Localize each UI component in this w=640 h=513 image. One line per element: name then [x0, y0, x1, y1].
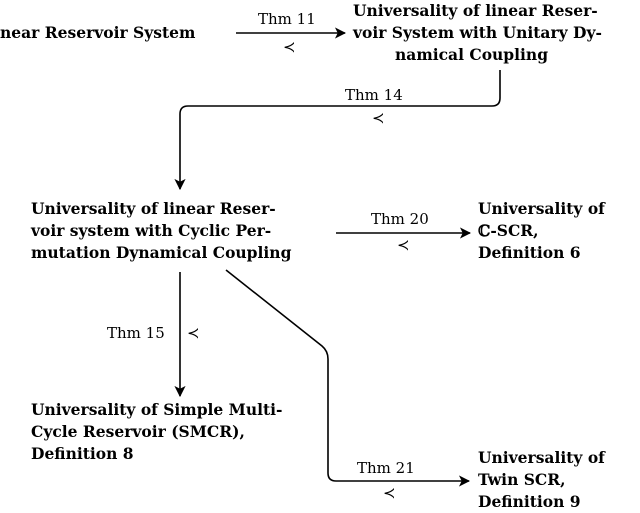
node-cscr-line-2: ℂ-SCR, [478, 221, 539, 240]
node-smcr-line-2: Cycle Reservoir (SMCR), [31, 422, 245, 441]
edge-thm21-relation: ≺ [383, 484, 396, 502]
node-twin-scr: Universality of Twin SCR, Definition 9 [478, 447, 605, 513]
node-unitary-line-3: namical Coupling [395, 45, 549, 64]
node-cyclic-line-3: mutation Dynamical Coupling [31, 243, 292, 262]
node-linear-line-1: near Reservoir System [0, 23, 196, 42]
node-cscr-line-1: Universality of [478, 199, 605, 218]
node-cyclic-line-1: Universality of linear Reser- [31, 199, 276, 218]
node-unitary-line-1: Universality of linear Reser- [353, 1, 598, 20]
node-linear-reservoir: near Reservoir System [0, 22, 195, 44]
node-unitary-line-2: voir System with Unitary Dy- [353, 23, 602, 42]
edge-thm11-relation: ≺ [283, 38, 296, 56]
node-smcr-line-3: Definition 8 [31, 444, 134, 463]
edge-thm20-label: Thm 20 [371, 210, 429, 228]
node-cscr: Universality of ℂ-SCR, Definition 6 [478, 198, 605, 264]
edge-thm20-relation: ≺ [397, 236, 410, 254]
node-cyclic-line-2: voir system with Cyclic Per- [31, 221, 272, 240]
node-cscr-line-3: Definition 6 [478, 243, 581, 262]
node-smcr-line-1: Universality of Simple Multi- [31, 400, 283, 419]
edge-thm15-relation: ≺ [187, 324, 200, 342]
edge-thm14-relation: ≺ [372, 109, 385, 127]
node-twin-line-2: Twin SCR, [478, 470, 566, 489]
edge-thm15-label: Thm 15 [107, 324, 165, 342]
node-smcr: Universality of Simple Multi- Cycle Rese… [31, 399, 282, 465]
edge-thm14-arrow [174, 70, 501, 191]
node-twin-line-1: Universality of [478, 448, 605, 467]
edge-thm21-label: Thm 21 [357, 459, 415, 477]
edge-thm21-arrow [225, 269, 471, 487]
node-cyclic-permutation: Universality of linear Reser- voir syste… [31, 198, 291, 264]
node-unitary-coupling: Universality of linear Reser- voir Syste… [353, 0, 602, 66]
edge-thm14-label: Thm 14 [345, 86, 403, 104]
edge-thm11-label: Thm 11 [258, 10, 316, 28]
node-twin-line-3: Definition 9 [478, 492, 581, 511]
